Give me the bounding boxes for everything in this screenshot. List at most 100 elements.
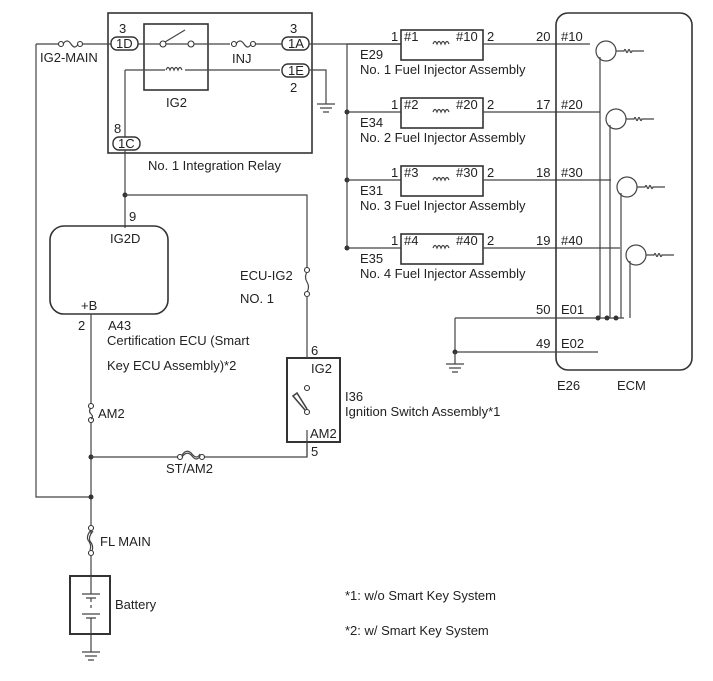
pin-1d-label: 1D bbox=[116, 36, 133, 51]
injector-terminal-left: #1 bbox=[404, 29, 418, 44]
ecm-pin-number: 19 bbox=[536, 233, 550, 248]
ignition-switch-box bbox=[286, 357, 341, 443]
ignition-switch: 6 IG2 AM2 5 I36 Ignition Switch Assembly… bbox=[286, 343, 500, 459]
injector-pin2: 2 bbox=[487, 233, 494, 248]
injector-coil-icon bbox=[432, 176, 450, 182]
fuse-terminal bbox=[303, 266, 311, 274]
transistor-icon bbox=[625, 244, 647, 266]
left-bus-wire bbox=[35, 44, 93, 498]
injector-box bbox=[400, 233, 484, 265]
ecm-pin-number: 18 bbox=[536, 165, 550, 180]
ecm-name: ECM bbox=[617, 378, 646, 393]
junction-dot bbox=[595, 315, 601, 321]
battery-box bbox=[69, 575, 111, 635]
fuse-terminal bbox=[87, 524, 95, 532]
injector-terminal-right: #30 bbox=[456, 165, 478, 180]
footnote-1: *1: w/o Smart Key System bbox=[345, 588, 496, 603]
injector-box bbox=[400, 29, 484, 61]
relay-box bbox=[107, 12, 313, 154]
inj-fuse-label: INJ bbox=[232, 51, 252, 66]
fuse-terminal bbox=[87, 416, 95, 424]
injector-box bbox=[400, 97, 484, 129]
certification-ecu: IG2D +B 9 2 A43 Certification ECU (Smart… bbox=[49, 209, 250, 373]
cert-ecu-name: Certification ECU (Smart bbox=[107, 333, 250, 348]
terminal-plusb: +B bbox=[81, 298, 97, 313]
integration-relay: INJ IG2 1D 3 1A 3 1E 2 1C 8 No. 1 Integr… bbox=[107, 12, 313, 173]
pin-number: 8 bbox=[114, 121, 121, 136]
pin-number: 3 bbox=[119, 21, 126, 36]
injector-code: E34 bbox=[360, 115, 383, 130]
injector-terminal-right: #20 bbox=[456, 97, 478, 112]
pin-number: 49 bbox=[536, 336, 550, 351]
fuse-terminal bbox=[198, 453, 206, 461]
fuse-terminal bbox=[249, 40, 257, 48]
ecm-code: E26 bbox=[557, 378, 580, 393]
st-am2-fuse-icon bbox=[181, 450, 201, 460]
junction-dot bbox=[613, 315, 619, 321]
injector-terminal-left: #2 bbox=[404, 97, 418, 112]
pin-1a-label: 1A bbox=[288, 36, 304, 51]
junction-dot bbox=[604, 315, 610, 321]
pin-number: 50 bbox=[536, 302, 550, 317]
ground-icon bbox=[446, 352, 464, 373]
injector-box bbox=[400, 165, 484, 197]
injector-terminal-right: #40 bbox=[456, 233, 478, 248]
ecu-ig2-label: ECU-IG2 bbox=[240, 268, 293, 283]
terminal-am2: AM2 bbox=[310, 426, 337, 441]
ecm-terminal-e01: E01 bbox=[561, 302, 584, 317]
base-resistor-icon bbox=[616, 48, 644, 54]
injector-code: E31 bbox=[360, 183, 383, 198]
pin-1c bbox=[112, 136, 141, 151]
injector-pin1: 1 bbox=[391, 233, 398, 248]
pin-number: 9 bbox=[129, 209, 136, 224]
transistor-icon bbox=[616, 176, 638, 198]
injector-pin2: 2 bbox=[487, 29, 494, 44]
footnote-2: *2: w/ Smart Key System bbox=[345, 623, 489, 638]
ecu-ig2-fuse-icon bbox=[304, 271, 310, 293]
injector-terminal-left: #4 bbox=[404, 233, 418, 248]
ground-icon bbox=[82, 651, 100, 661]
cert-ecu-box bbox=[49, 225, 169, 315]
switch-contact bbox=[187, 40, 195, 48]
fuse-terminal bbox=[303, 290, 311, 298]
switch-contact bbox=[303, 408, 311, 416]
fl-main-label: FL MAIN bbox=[100, 534, 151, 549]
injector-coil-icon bbox=[432, 244, 450, 250]
ecm-pin-number: 20 bbox=[536, 29, 550, 44]
injector-name: No. 1 Fuel Injector Assembly bbox=[360, 62, 526, 77]
fuse-terminal bbox=[87, 549, 95, 557]
pin-1e-label: 1E bbox=[288, 63, 304, 78]
fuse-terminal bbox=[76, 40, 84, 48]
relay-coil-icon bbox=[165, 66, 183, 72]
pin-1c-label: 1C bbox=[118, 136, 135, 151]
relay-ig2-box bbox=[143, 23, 209, 91]
injector-name: No. 4 Fuel Injector Assembly bbox=[360, 266, 526, 281]
injector-pin2: 2 bbox=[487, 165, 494, 180]
relay-name: No. 1 Integration Relay bbox=[148, 158, 281, 173]
injector-code: E35 bbox=[360, 251, 383, 266]
battery-icon bbox=[82, 576, 100, 634]
inj-fuse-icon bbox=[235, 40, 252, 48]
base-resistor-icon bbox=[637, 184, 665, 190]
am2-fuse-icon bbox=[88, 407, 94, 420]
switch-contact bbox=[303, 384, 311, 392]
injector-coil-icon bbox=[432, 108, 450, 114]
cert-ecu-name-2: Key ECU Assembly)*2 bbox=[107, 358, 236, 373]
ignition-key-icon bbox=[291, 391, 308, 411]
base-resistor-icon bbox=[626, 116, 654, 122]
st-am2-label: ST/AM2 bbox=[166, 461, 213, 476]
base-resistor-icon bbox=[646, 252, 674, 258]
injector-terminal-left: #3 bbox=[404, 165, 418, 180]
ground-icon bbox=[317, 103, 335, 113]
fuse-terminal bbox=[57, 40, 65, 48]
ecm: E26 ECM 50 E01 49 E02 bbox=[446, 12, 693, 393]
fl-main-fuse-icon bbox=[86, 529, 94, 552]
junction-dot bbox=[88, 494, 94, 500]
switch-arm bbox=[164, 29, 186, 43]
injector-pin1: 1 bbox=[391, 97, 398, 112]
ecm-terminal: #20 bbox=[561, 97, 583, 112]
ecm-terminal: #30 bbox=[561, 165, 583, 180]
st-am2-wire bbox=[91, 430, 308, 458]
am2-fuse-label: AM2 bbox=[98, 406, 125, 421]
